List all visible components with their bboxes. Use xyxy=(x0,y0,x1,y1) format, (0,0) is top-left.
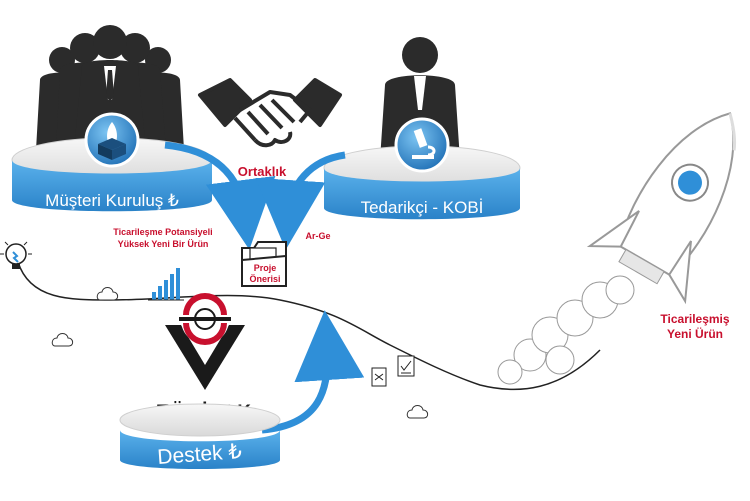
rocket-box-glyph xyxy=(98,122,126,160)
supplier-platform xyxy=(323,117,521,220)
folder-icon xyxy=(241,241,287,287)
proposal-line1: Proje xyxy=(254,263,277,273)
customer-to-proposal-arrow xyxy=(164,141,276,250)
supplier-to-proposal-arrow xyxy=(255,151,346,250)
microscope-glyph xyxy=(412,128,436,159)
commercial-potential-line1: Ticarileşme Potansiyeli xyxy=(113,227,212,237)
cloud-icon xyxy=(51,333,74,347)
bar-chart-icon xyxy=(148,268,184,301)
cloud-icon xyxy=(406,405,429,419)
rocket-icon xyxy=(586,112,737,305)
rnd-label: Ar-Ge xyxy=(305,231,330,241)
cloud-icon xyxy=(96,287,119,301)
supplier-platform-label: Tedarikçi - KOBİ xyxy=(361,198,484,217)
tubitak-logo-icon xyxy=(165,293,245,390)
support-platform xyxy=(119,403,281,469)
handshake-icon xyxy=(198,78,342,148)
commercial-potential-line2: Yüksek Yeni Bir Ürün xyxy=(118,239,209,249)
document-check-icon xyxy=(397,355,415,377)
partnership-label: Ortaklık xyxy=(238,164,287,179)
rocket-smoke xyxy=(497,275,635,385)
proposal-line2: Önerisi xyxy=(249,274,280,284)
customer-platform-label: Müşteri Kuruluş ₺ xyxy=(45,191,179,210)
commercialized-line1: Ticarileşmiş xyxy=(660,312,729,326)
document-check-icon xyxy=(371,367,387,387)
customer-platform xyxy=(11,112,213,212)
lightbulb-icon xyxy=(0,241,32,269)
support-to-path-arrow xyxy=(261,310,365,434)
commercialized-line2: Yeni Ürün xyxy=(667,326,723,341)
